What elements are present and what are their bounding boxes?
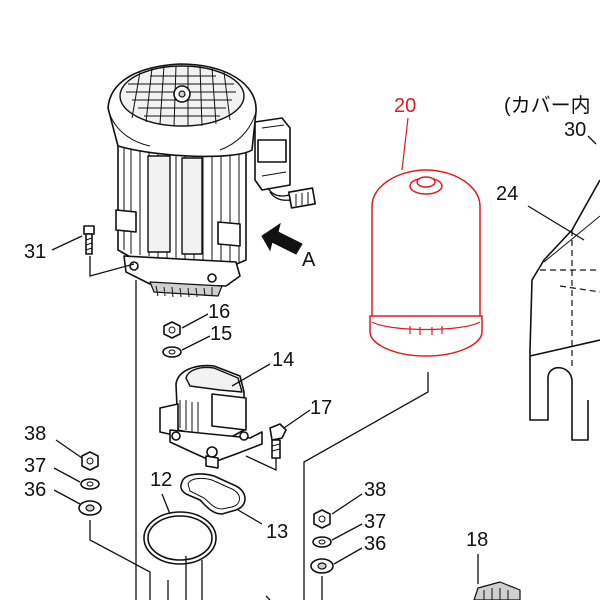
leader-filter-down <box>303 372 429 600</box>
leader-37-left <box>53 467 81 483</box>
callout-13: 13 <box>266 521 288 543</box>
bolt-31[interactable] <box>83 225 95 255</box>
callout-38-right: 38 <box>364 479 386 501</box>
part-18[interactable] <box>473 581 521 600</box>
callout-20: 20 <box>394 95 416 117</box>
leader-17 <box>283 409 311 429</box>
arrow-a-label: A <box>302 249 316 271</box>
filter-cartridge-20[interactable] <box>369 169 483 357</box>
leader-14 <box>231 363 271 387</box>
cover-frame <box>529 179 600 441</box>
washer-37-left[interactable] <box>80 478 100 490</box>
leader-16 <box>181 313 209 329</box>
leader-36-right <box>333 547 363 565</box>
callout-36-right: 36 <box>364 533 386 555</box>
callout-15: 15 <box>210 323 232 345</box>
nut-38-left[interactable] <box>81 451 99 471</box>
callout-37-left: 37 <box>24 455 46 477</box>
leader-38-right <box>331 493 363 515</box>
leader-24 <box>527 205 585 241</box>
motor-cable <box>267 187 317 209</box>
callout-38-left: 38 <box>24 423 46 445</box>
callout-36-left: 36 <box>24 479 46 501</box>
bolt-17[interactable] <box>269 423 287 459</box>
leader-31 <box>51 235 83 251</box>
leader-30 <box>587 135 597 145</box>
washer-15[interactable] <box>162 346 182 358</box>
motor-assembly[interactable] <box>107 63 317 298</box>
nut-16[interactable] <box>163 321 181 339</box>
leader-12 <box>161 493 171 515</box>
leader-20 <box>401 117 409 171</box>
callout-17: 17 <box>310 397 332 419</box>
leader-13 <box>237 509 263 525</box>
gasket-13[interactable] <box>180 473 246 515</box>
cover-note-text: (カバー内 <box>504 94 591 117</box>
callout-31: 31 <box>24 241 46 263</box>
motor-terminal-box <box>254 117 291 191</box>
washer-36-left[interactable] <box>78 500 102 516</box>
o-ring-12[interactable] <box>143 511 217 565</box>
view-arrow-a: A <box>261 222 316 271</box>
callout-16: 16 <box>208 301 230 323</box>
motor-flange <box>123 255 241 298</box>
callout-12: 12 <box>150 469 172 491</box>
leader-31-to-motor <box>89 256 135 277</box>
washer-37-right[interactable] <box>312 536 332 548</box>
leader-vertical-2 <box>185 556 203 600</box>
callout-37-right: 37 <box>364 511 386 533</box>
leader-37-right <box>331 523 363 541</box>
callout-14: 14 <box>272 349 294 371</box>
nut-38-right[interactable] <box>313 509 331 529</box>
leader-17-to-housing <box>245 455 277 472</box>
leader-stub <box>265 595 271 600</box>
callout-18: 18 <box>466 529 488 551</box>
leader-38-left <box>55 439 83 459</box>
leader-15 <box>181 335 211 351</box>
callout-24: 24 <box>496 183 518 205</box>
motor-finned-body <box>115 139 247 267</box>
motor-fan-cover <box>107 63 257 158</box>
callout-30: 30 <box>564 119 586 141</box>
gear-housing-14[interactable] <box>159 364 263 469</box>
leader-36-left <box>53 489 81 505</box>
leader-36-left-down <box>89 520 151 600</box>
washer-36-right[interactable] <box>310 558 334 574</box>
